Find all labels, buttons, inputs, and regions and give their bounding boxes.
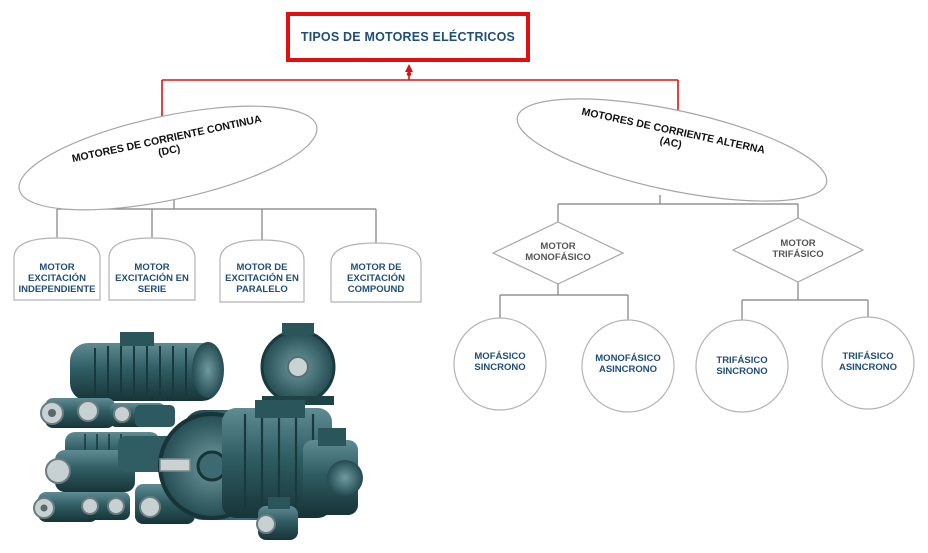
ac-group-diamond-2 (731, 217, 865, 283)
ac-category-ellipse (516, 98, 828, 202)
dc-type-shape-3 (219, 239, 305, 303)
diagram-title-box: TIPOS DE MOTORES ELÉCTRICOS (286, 12, 530, 62)
ac-type-3: TRIFÁSICO SINCRONO (716, 355, 768, 377)
electric-motors-image (33, 323, 363, 540)
ac-branch-lines (499, 195, 869, 320)
dc-category-ellipse (18, 105, 318, 211)
arrowhead-up (405, 64, 413, 72)
ac-type-circle-4 (821, 316, 915, 410)
ac-type-2: MONOFÁSICO ASINCRONO (595, 353, 661, 375)
ac-group-diamond-1 (491, 221, 625, 285)
dc-type-shape-4 (330, 242, 422, 303)
dc-type-shape-2 (108, 237, 196, 301)
diagram-title: TIPOS DE MOTORES ELÉCTRICOS (300, 30, 516, 44)
ac-group-1: MOTOR MONOFÁSICO (525, 241, 591, 263)
ac-group-2: MOTOR TRIFÁSICO (772, 238, 824, 260)
title-connectors (161, 76, 679, 118)
ac-type-circle-1 (453, 317, 547, 411)
dc-type-4: MOTOR DE EXCITACIÓN COMPOUND (347, 262, 405, 295)
dc-type-shapes (13, 237, 422, 303)
ac-type-circle-3 (695, 319, 789, 413)
ac-type-1: MOFÁSICO SINCRONO (474, 351, 526, 373)
dc-type-3: MOTOR DE EXCITACIÓN EN PARALELO (225, 262, 299, 295)
ac-type-circle-2 (581, 319, 675, 413)
dc-type-2: MOTOR EXCITACIÓN EN SERIE (115, 262, 189, 295)
ac-type-4: TRIFÁSICO ASINCRONO (838, 351, 898, 373)
dc-type-shape-1 (13, 237, 101, 301)
ac-type-circles (453, 316, 915, 413)
dc-type-1: MOTOR EXCITACIÓN INDEPENDIENTE (18, 262, 96, 295)
